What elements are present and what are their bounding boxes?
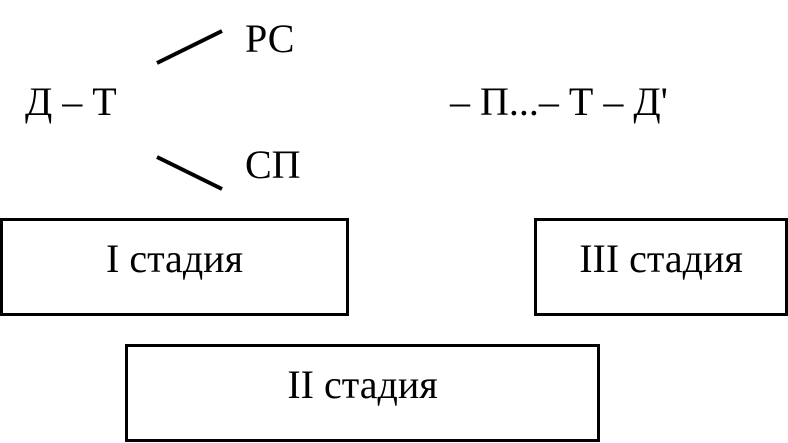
formula-start: Д – Т — [25, 79, 117, 124]
branch-line-bottom — [156, 155, 223, 191]
formula-end: – П...– Т – Д' — [450, 79, 668, 124]
branch-line-top — [156, 29, 223, 65]
formula-branch-top: РС — [245, 16, 295, 61]
stage-2-label: II стадия — [287, 362, 438, 407]
stage-1-label: I стадия — [106, 236, 243, 281]
stage-2-box: II стадия — [125, 344, 600, 442]
stage-3-label: III стадия — [579, 236, 743, 281]
stage-3-box: III стадия — [534, 218, 788, 316]
formula-branch-bottom: СП — [245, 142, 301, 187]
stage-1-box: I стадия — [0, 218, 349, 316]
